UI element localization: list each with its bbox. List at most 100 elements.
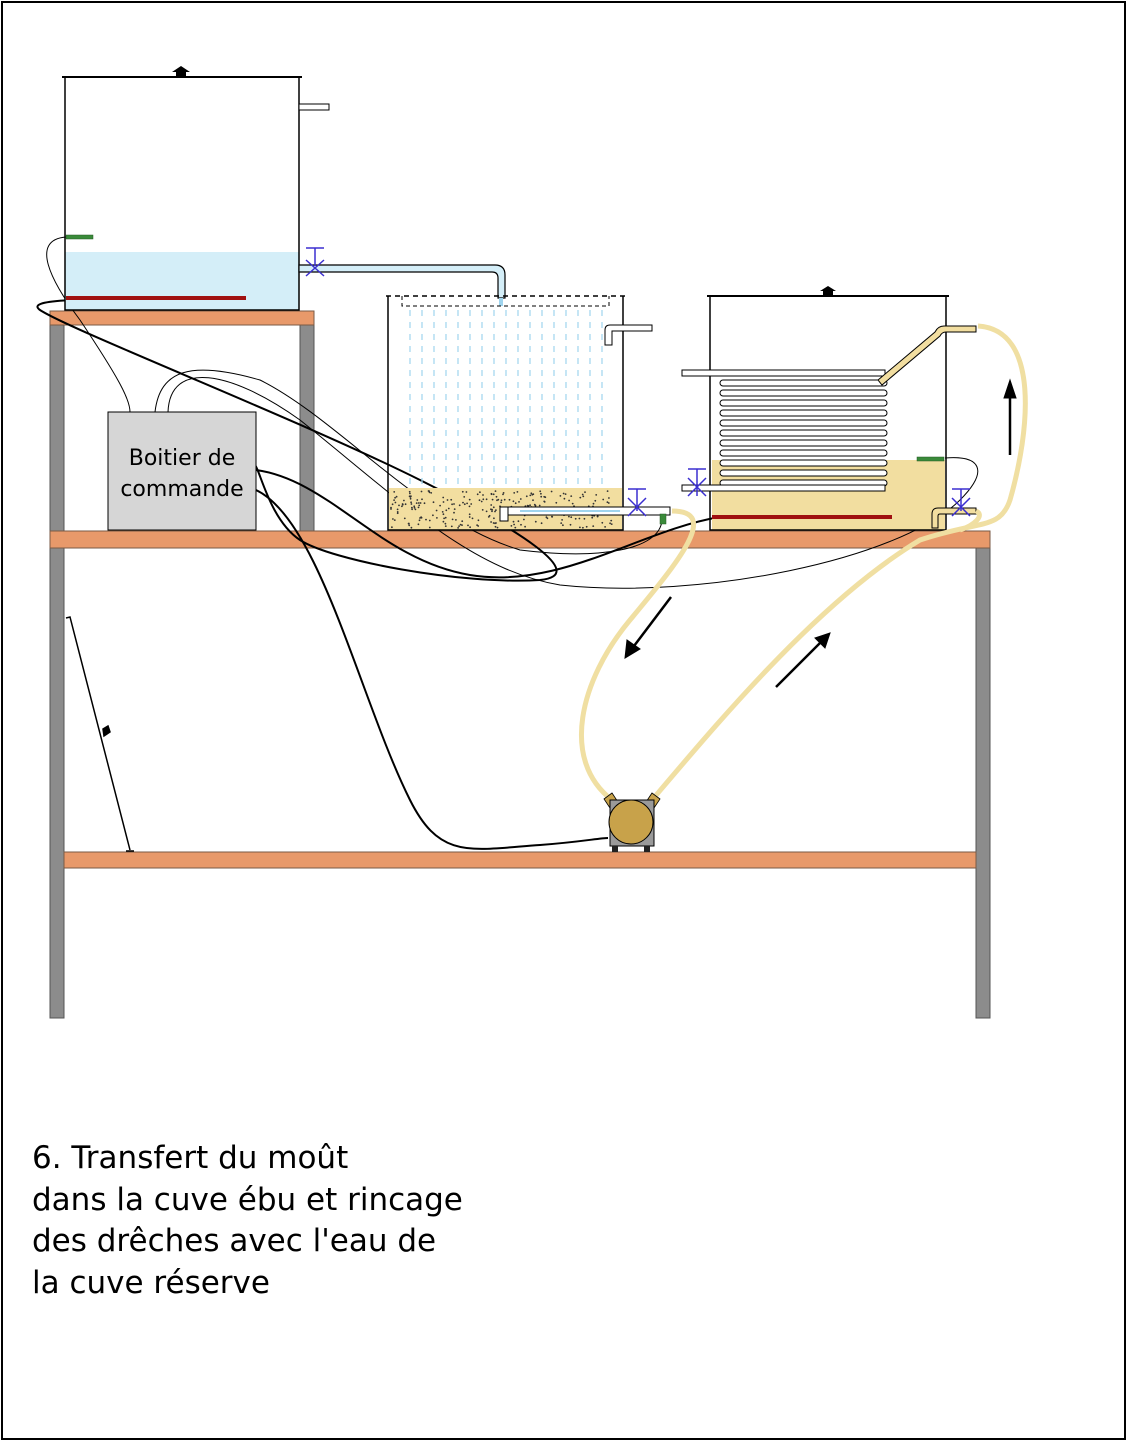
grain-dot — [420, 490, 423, 493]
grain-dot — [532, 499, 534, 502]
grain-dot — [540, 522, 543, 525]
reserve-tank-lid-handle — [172, 66, 190, 76]
grain-dot — [390, 506, 392, 509]
grain-dot — [502, 493, 504, 496]
wire-pump — [255, 489, 609, 850]
grain-dot — [461, 520, 464, 523]
grain-dot — [519, 498, 522, 500]
grain-dot — [465, 491, 468, 493]
grain-dot — [476, 524, 478, 526]
grain-dot — [512, 500, 515, 503]
grain-dot — [423, 502, 426, 505]
grain-dot — [401, 505, 403, 508]
grain-dot — [540, 492, 542, 495]
grain-dot — [550, 490, 553, 493]
grain-dot — [413, 506, 416, 509]
grain-dot — [418, 519, 421, 522]
coil-outlet — [681, 484, 886, 492]
transfer-hoses — [579, 323, 1028, 802]
wire-sensor-mash — [154, 369, 663, 555]
bottom-shelf — [63, 851, 977, 869]
grain-dot — [410, 526, 413, 529]
coil-turn — [719, 419, 888, 427]
grain-dot — [513, 492, 516, 494]
grain-dot — [420, 516, 422, 519]
grain-dot — [391, 526, 393, 529]
grain-dot — [470, 503, 473, 505]
grain-dot — [496, 499, 498, 502]
grain-dot — [571, 502, 574, 505]
grain-dot — [591, 516, 594, 519]
grain-dot — [398, 504, 400, 507]
grain-dot — [450, 525, 453, 528]
arrow-down-icon — [624, 596, 672, 659]
mash-tun-outlet — [499, 506, 509, 522]
kettle-inlet-pipe — [877, 325, 977, 386]
grain-dot — [453, 508, 456, 510]
grain-dot — [512, 520, 515, 523]
valve-icon — [951, 488, 971, 517]
grain-dot — [461, 490, 464, 493]
grain-dot — [503, 498, 506, 501]
grain-dot — [529, 504, 531, 507]
grain-dot — [459, 523, 462, 526]
grain-dot — [415, 502, 418, 504]
coil-turn — [719, 449, 888, 457]
grain-dot — [610, 519, 613, 522]
valve-icon — [687, 468, 707, 497]
grain-dot — [610, 523, 613, 525]
grain-dot — [457, 527, 459, 529]
grain-dot — [607, 502, 610, 504]
reserve-tank-heater — [66, 296, 246, 300]
grain-dot — [523, 518, 525, 521]
grain-dot — [469, 526, 471, 529]
grain-dot — [559, 495, 562, 497]
grain-dot — [595, 494, 598, 496]
grain-dot — [530, 492, 533, 495]
caption-line: des drêches avec l'eau de — [32, 1223, 437, 1259]
grain-dot — [563, 497, 566, 500]
grain-dot — [394, 501, 397, 504]
wire-sensor-reserve — [46, 236, 131, 413]
grain-dot — [514, 526, 517, 529]
grain-dot — [513, 523, 515, 526]
grain-dot — [410, 501, 412, 504]
grain-dot — [461, 524, 463, 526]
grain-dot — [543, 501, 546, 503]
mash-tun-overflow — [604, 324, 653, 346]
grain-dot — [444, 516, 447, 519]
grain-dot — [579, 526, 581, 529]
grain-dot — [540, 495, 543, 498]
pump — [603, 792, 661, 852]
pump-head — [608, 799, 654, 845]
grain-dot — [520, 523, 522, 526]
grain-dot — [569, 523, 572, 526]
grain-dot — [570, 516, 573, 519]
kettle-level-sensor — [916, 456, 945, 462]
reserve-tank-overflow — [298, 103, 330, 111]
grain-dot — [568, 515, 570, 518]
grain-dot — [477, 519, 480, 522]
grain-dot — [453, 511, 455, 514]
grain-dot — [393, 499, 395, 501]
grain-dot — [592, 525, 595, 527]
hose-mash-to-pump — [579, 508, 696, 802]
grain-dot — [606, 490, 609, 492]
grain-dot — [596, 515, 599, 518]
grain-dot — [447, 507, 450, 510]
grain-dot — [496, 526, 499, 529]
grain-dot — [391, 503, 394, 506]
caption-line: la cuve réserve — [32, 1264, 270, 1301]
grain-dot — [478, 499, 481, 502]
grain-dot — [493, 517, 495, 520]
grain-dot — [476, 493, 479, 496]
grain-dot — [529, 494, 532, 497]
grain-dot — [562, 492, 565, 495]
table-leg-left — [49, 324, 65, 1019]
coil-turn — [719, 439, 888, 447]
grain-dot — [490, 521, 492, 523]
rinse-pipe — [298, 247, 506, 306]
table-leg-right — [975, 547, 991, 1019]
grain-dot — [408, 524, 411, 527]
